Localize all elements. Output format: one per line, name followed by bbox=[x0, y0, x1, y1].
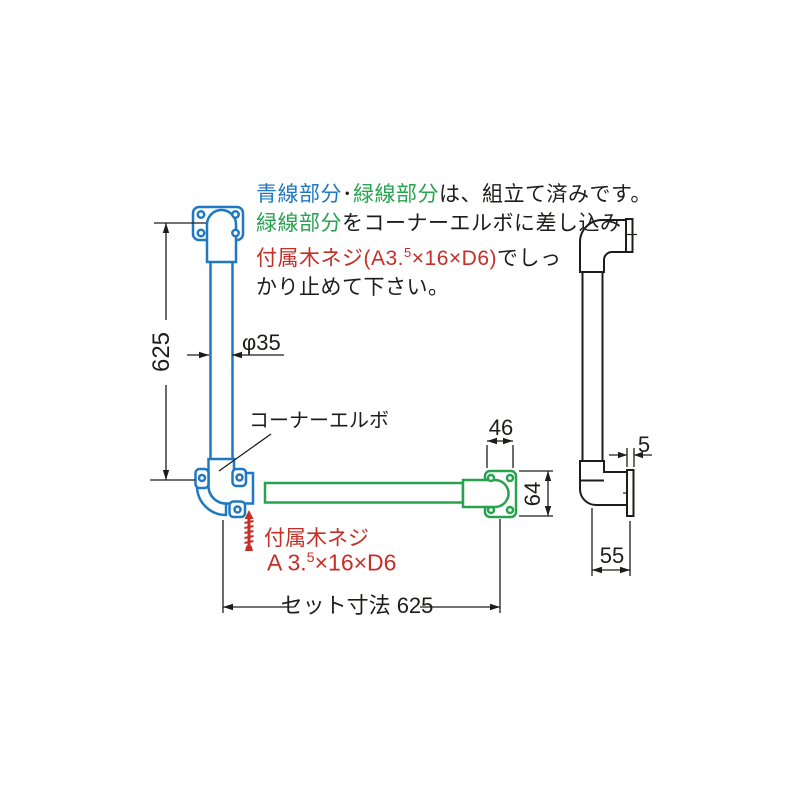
instruction-line-2: 緑線部分をコーナーエルボに差し込み bbox=[256, 212, 622, 235]
screw-hole-icon bbox=[233, 505, 242, 514]
green-horizontal-bar bbox=[263, 469, 518, 519]
screw-hole-icon bbox=[196, 210, 206, 219]
screw-hole-icon bbox=[197, 473, 207, 483]
green-part-text: 緑線部分 bbox=[353, 183, 439, 206]
screw-hole-icon bbox=[231, 210, 240, 219]
green-bar-body bbox=[263, 481, 465, 504]
wood-screw-icon bbox=[244, 510, 254, 551]
corner-elbow bbox=[194, 457, 255, 519]
screw-hole-icon bbox=[505, 473, 515, 483]
screw-spec-text: 付属木ネジ(A3.5×16×D6) bbox=[256, 245, 497, 270]
green-part-text: 緑線部分 bbox=[256, 212, 342, 235]
blue-vertical-bar bbox=[191, 205, 245, 460]
instruction-line-4: かり止めて下さい。 bbox=[256, 276, 450, 299]
green-bar-end-dome bbox=[461, 478, 510, 509]
dim-set-length: セット寸法 625 bbox=[280, 593, 434, 618]
side-top-elbow bbox=[579, 219, 627, 273]
screw-hole-icon bbox=[231, 228, 240, 238]
screw-hole-icon bbox=[235, 473, 244, 482]
side-view bbox=[579, 218, 637, 517]
instruction-line-3: 付属木ネジ(A3.5×16×D6)でしっ bbox=[256, 245, 562, 270]
screw-hole-icon bbox=[196, 228, 206, 238]
screw-label: 付属木ネジ bbox=[264, 527, 369, 550]
dim-wall-offset: 55 bbox=[599, 543, 625, 568]
screw-hole-icon bbox=[505, 505, 515, 515]
dim-plate-thickness: 5 bbox=[637, 432, 651, 457]
dim-flange-width: 46 bbox=[488, 415, 514, 440]
dimension-arrowheads bbox=[162, 223, 643, 611]
dimension-lines bbox=[150, 222, 652, 613]
side-bottom-elbow bbox=[579, 460, 628, 506]
side-top-flange bbox=[625, 218, 634, 253]
screw-hole-icon bbox=[486, 473, 496, 483]
dim-vertical-length: 625 bbox=[148, 331, 175, 373]
corner-elbow-label: コーナーエルボ bbox=[249, 410, 389, 432]
blue-part-text: 青線部分 bbox=[256, 183, 342, 206]
top-pipe-dome bbox=[205, 208, 238, 264]
assembly-instructions: 青線部分･緑線部分は、組立て済みです。 緑線部分をコーナーエルボに差し込み 付属… bbox=[256, 180, 652, 302]
corner-elbow-leader bbox=[218, 433, 272, 472]
instruction-line-1: 青線部分･緑線部分は、組立て済みです。 bbox=[256, 183, 652, 206]
screw-hole-icon bbox=[486, 505, 496, 515]
screw-spec: A 3.5×16×D6 bbox=[267, 549, 397, 576]
dim-flange-height: 64 bbox=[520, 481, 545, 507]
dim-pipe-diameter: φ35 bbox=[242, 330, 281, 355]
